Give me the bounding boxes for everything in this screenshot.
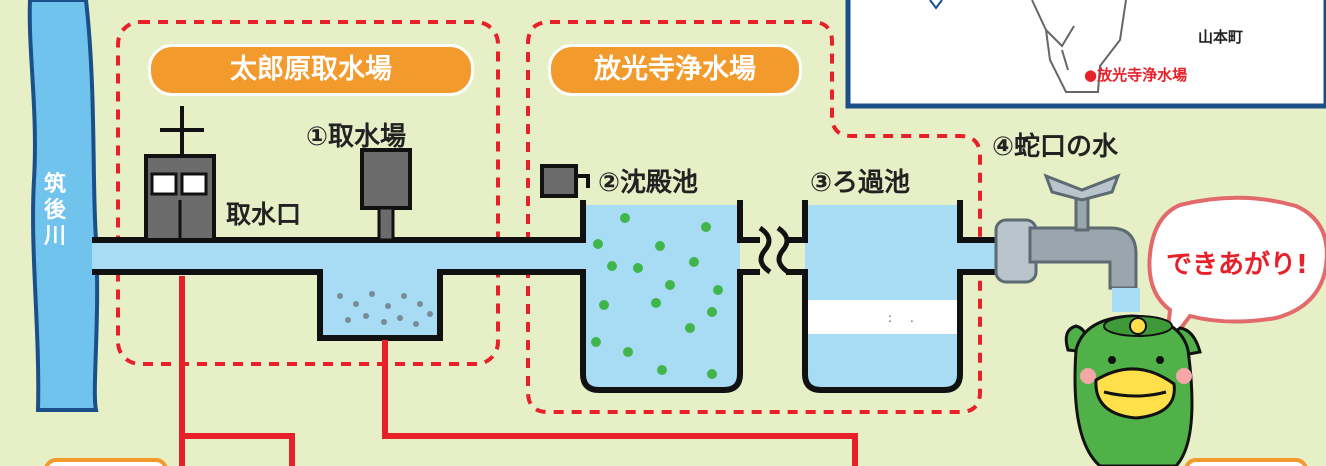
- intake-gate-label: 取水口: [226, 200, 302, 229]
- step4-label: ④蛇口の水: [992, 132, 1119, 162]
- speech-bubble: [1147, 195, 1326, 355]
- faucet: [994, 173, 1140, 312]
- map-box: [845, 0, 1326, 109]
- intake-gate-building: [144, 106, 216, 242]
- plant-title: 放光寺浄水場: [548, 44, 802, 96]
- filter-layer: [805, 300, 960, 334]
- intake-area-border: [116, 20, 500, 366]
- intake-station-box: [360, 148, 412, 242]
- dosing-box: [540, 164, 590, 198]
- intake-station-title: 太郎原取水場: [148, 44, 474, 96]
- map-town-label: 山本町: [1198, 28, 1244, 46]
- filtration-water: [805, 205, 960, 390]
- river-name: 筑後川: [43, 172, 66, 249]
- break-mark: [776, 225, 790, 275]
- sedimentation-water: [583, 205, 740, 390]
- red-pipes: [179, 276, 858, 466]
- map-plant-marker: ●放光寺浄水場: [1084, 66, 1188, 84]
- river: [27, 0, 100, 412]
- bottom-box-right: [1184, 458, 1308, 466]
- pipe-outline: [92, 200, 1005, 393]
- water-channel: [92, 240, 592, 272]
- svg-text::: :: [888, 311, 892, 325]
- plant-area-border: [526, 20, 982, 414]
- intake-pit-sediment: [337, 291, 433, 327]
- svg-text:.: .: [910, 311, 914, 325]
- step3-label: ③ろ過池: [810, 168, 911, 198]
- bottom-box-left: [44, 458, 168, 466]
- step2-label: ②沈殿池: [598, 168, 699, 198]
- speech-bubble-text: できあがり!: [1166, 250, 1308, 280]
- sedimentation-particles: [591, 213, 723, 379]
- break-mark: [758, 225, 772, 275]
- kappa-mascot: [1064, 314, 1202, 466]
- step1-label: ①取水場: [306, 122, 407, 152]
